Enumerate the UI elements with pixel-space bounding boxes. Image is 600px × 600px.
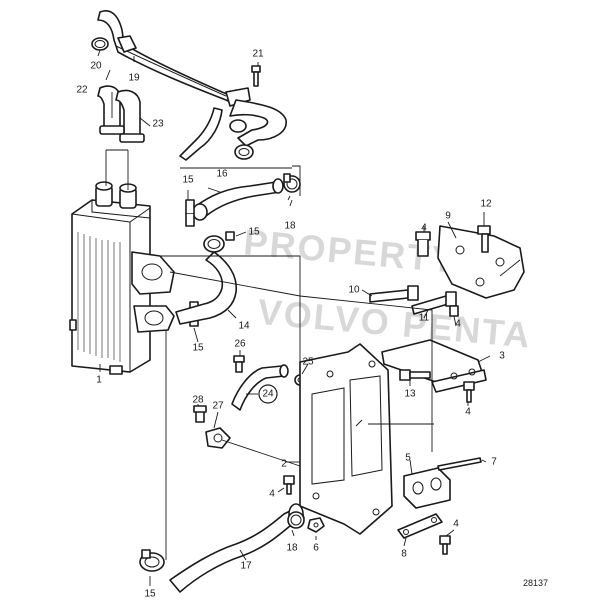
callout-11: 11 (419, 313, 430, 324)
part-5-block (403, 467, 451, 509)
callout-3: 3 (499, 351, 505, 362)
callout-20: 20 (90, 61, 102, 72)
part-27-28-fitting (193, 405, 231, 449)
part-24-pipe (231, 364, 289, 411)
part-26-bolt (233, 355, 245, 373)
part-9-bracket (415, 225, 525, 299)
callout-21: 21 (252, 49, 264, 60)
callout-labels: 1 2 3 4 4 4 4 4 5 6 7 8 9 10 11 12 13 14… (76, 49, 505, 600)
callout-23: 23 (152, 119, 164, 130)
part-6-nut (307, 517, 325, 533)
callout-26: 26 (234, 339, 246, 350)
part-21-bolt (251, 65, 261, 87)
callout-2: 2 (281, 459, 287, 470)
callout-1: 1 (96, 375, 102, 386)
callout-22: 22 (76, 85, 88, 96)
part-16-hose (192, 178, 284, 221)
callout-14: 14 (238, 321, 250, 332)
part-10-11-bolts (369, 285, 459, 317)
part-4-bolts (283, 381, 475, 555)
callout-4-bottom: 4 (453, 519, 459, 530)
part-17-hose (169, 503, 305, 593)
part-19-pipe (97, 10, 245, 161)
callout-4-right: 4 (465, 407, 471, 418)
callout-15-bottom: 15 (144, 589, 156, 600)
callout-18-top: 18 (284, 221, 296, 232)
callout-6: 6 (313, 543, 319, 554)
callout-9: 9 (445, 211, 451, 222)
callout-16: 16 (216, 169, 228, 180)
callout-28: 28 (192, 395, 204, 406)
part-13-bolt (399, 369, 431, 381)
part-18-clamp-top (283, 173, 301, 193)
callout-24: 24 (262, 389, 274, 400)
callout-17: 17 (240, 561, 252, 572)
part-20-oring (91, 37, 109, 51)
callout-25: 25 (302, 357, 314, 368)
callout-27: 27 (212, 401, 224, 412)
callout-15-upper: 15 (248, 227, 260, 238)
part-7-stud (437, 457, 482, 471)
part-18-clamp-bottom (287, 511, 305, 529)
leader-lines (97, 49, 521, 586)
callout-19: 19 (128, 73, 140, 84)
part-1-cooler (69, 181, 175, 375)
part-2-mounting-plate (299, 343, 393, 535)
part-8-strap (397, 513, 443, 539)
callout-13: 13 (404, 389, 416, 400)
document-number: 28137 (522, 578, 548, 588)
callout-7: 7 (491, 457, 497, 468)
callout-10: 10 (348, 285, 360, 296)
callout-15-mid: 15 (192, 343, 204, 354)
callout-15-top: 15 (182, 175, 194, 186)
callout-8: 8 (401, 549, 407, 560)
pipe-bracket-elbows (225, 87, 287, 160)
watermark-line-2: VOLVO PENTA (256, 291, 533, 356)
callout-4-mid: 4 (455, 319, 461, 330)
part-15-clamp-bottom (139, 549, 165, 572)
callout-4-top: 4 (421, 223, 427, 234)
callout-5: 5 (405, 453, 411, 464)
callout-24-circle (258, 384, 278, 404)
callout-18-bottom: 18 (286, 543, 298, 554)
part-22-23-elbows (97, 85, 145, 143)
callout-4-left: 4 (269, 489, 275, 500)
part-14-hose (175, 231, 238, 325)
callout-12: 12 (480, 199, 492, 210)
